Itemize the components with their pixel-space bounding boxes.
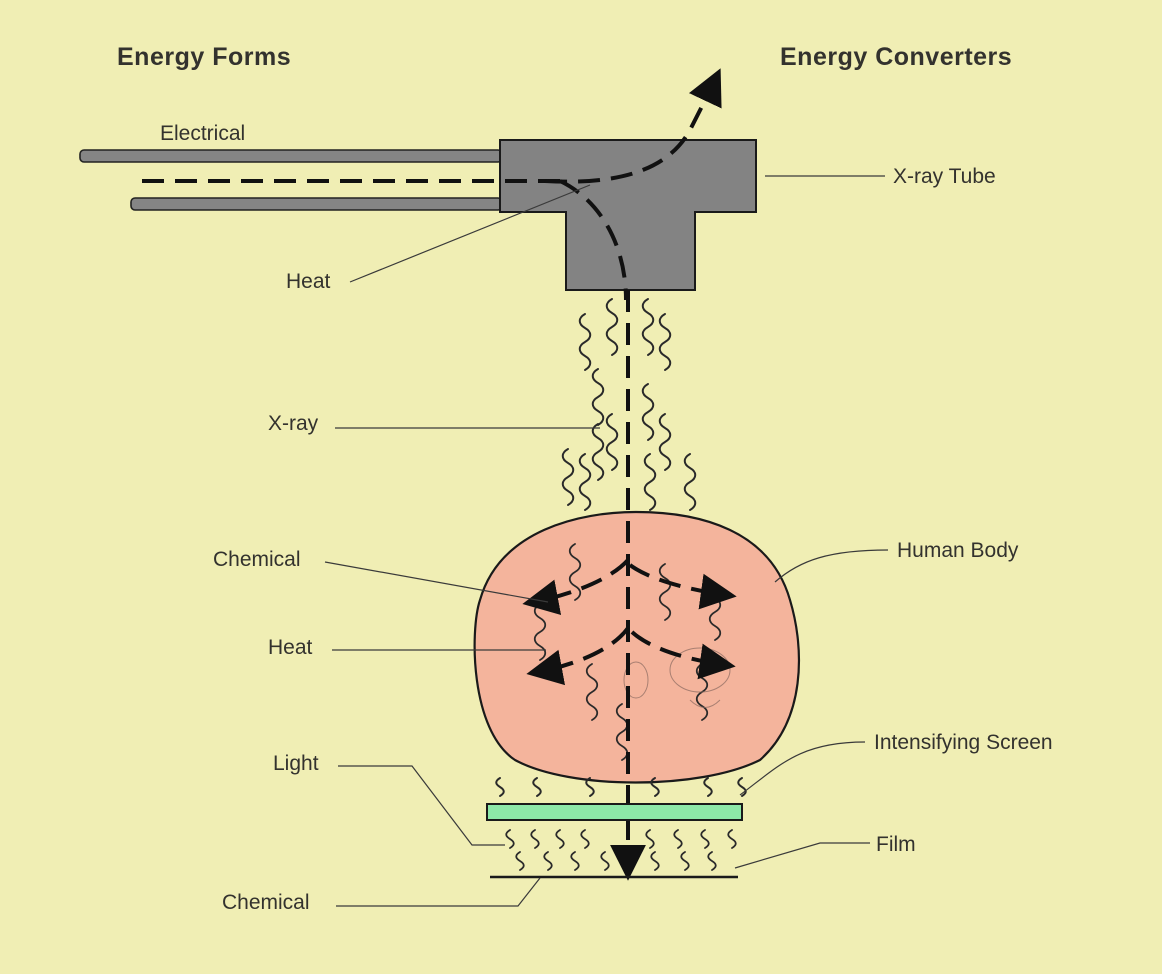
chemical-arrow-left — [522, 558, 630, 615]
screen-to-film-waves — [505, 829, 737, 871]
label-chemical-film: Chemical — [222, 891, 310, 914]
label-xray-tube: X-ray Tube — [893, 165, 996, 188]
heat-arrow-right — [630, 630, 736, 680]
human-body — [473, 510, 801, 784]
label-light: Light — [273, 752, 319, 775]
label-xray: X-ray — [268, 412, 319, 435]
label-chemical-body: Chemical — [213, 548, 301, 571]
label-heat-body: Heat — [268, 636, 313, 659]
label-film: Film — [876, 833, 916, 856]
intensifying-screen — [486, 803, 743, 821]
heat-arrow-left — [526, 626, 630, 686]
label-human-body: Human Body — [897, 539, 1019, 562]
label-electrical: Electrical — [160, 122, 245, 145]
energy-forms-header: Energy Forms — [117, 43, 291, 71]
label-intensifying-screen: Intensifying Screen — [874, 731, 1053, 754]
energy-converters-header: Energy Converters — [780, 43, 1012, 71]
leader-lines — [324, 175, 889, 907]
heat-escape-arrow — [544, 68, 722, 184]
label-heat-tube: Heat — [286, 270, 331, 293]
xray-turn-dashed — [559, 179, 628, 301]
xray-tube — [499, 139, 757, 291]
chemical-arrow-right — [628, 563, 737, 610]
